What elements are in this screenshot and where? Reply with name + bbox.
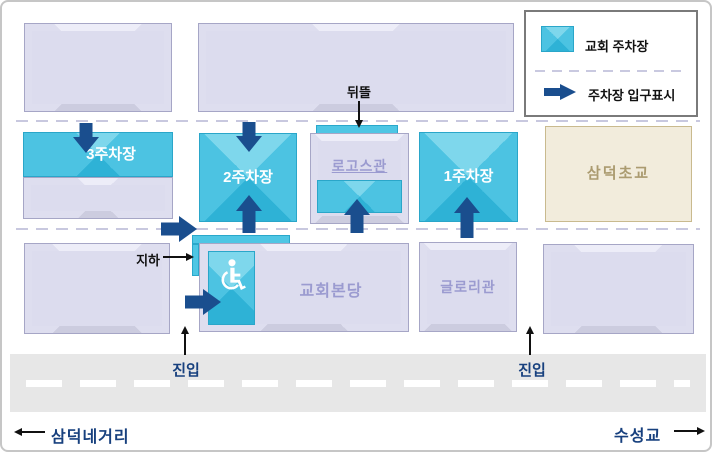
- legend-entrance-arrow-icon: [544, 84, 576, 100]
- parking-lot-2-label: 2주차장: [223, 169, 273, 186]
- entrance-arrow-up-logos: [344, 199, 370, 233]
- underground-label: 지하: [136, 253, 160, 268]
- legend-divider: [535, 70, 687, 72]
- to-samduk-arrow: [14, 428, 45, 436]
- building-elementary-school: 삼덕초교: [545, 126, 692, 222]
- legend-parking-swatch: [541, 26, 574, 52]
- wheelchair-icon: [221, 259, 246, 290]
- entrance-arrow-right-accessible: [185, 289, 221, 315]
- building-block-top-middle: [198, 23, 514, 112]
- underground-pointer-arrow: [163, 253, 194, 261]
- entrance-arrow-up-lot-2: [236, 195, 262, 233]
- entry-right-label: 진입: [518, 362, 546, 379]
- building-main-sanctuary: 교회본당: [199, 243, 409, 332]
- main-sanctuary-label: 교회본당: [299, 283, 363, 300]
- legend: 교회 주차장 주차장 입구표시: [524, 10, 698, 117]
- entrance-arrow-down-lot-3: [73, 123, 99, 153]
- parking-lot-3: 3주차장: [23, 132, 173, 177]
- backyard-pointer-arrow: [355, 101, 363, 128]
- logos-hall-label: 로고스관: [331, 158, 388, 174]
- entry-left-arrow: [181, 326, 189, 355]
- backyard-label: 뒤뜰: [347, 85, 371, 100]
- building-logos-hall: 로고스관: [310, 133, 409, 224]
- accessible-parking-block: [208, 251, 255, 325]
- road-center-line: [26, 380, 690, 387]
- legend-entrance-label: 주차장 입구표시: [588, 88, 676, 103]
- road-right-destination: 수성교: [614, 428, 662, 445]
- elementary-school-label: 삼덕초교: [586, 165, 651, 182]
- entry-left-label: 진입: [172, 362, 200, 379]
- building-block-bottom-left: [24, 243, 170, 334]
- glory-hall-label: 글로리관: [440, 279, 496, 295]
- legend-parking-label: 교회 주차장: [585, 39, 649, 54]
- parking-lot-3-label: 3주차장: [86, 146, 136, 163]
- entry-right-arrow: [526, 326, 534, 355]
- building-glory-hall: 글로리관: [419, 242, 517, 332]
- entrance-arrow-right-underground: [161, 216, 197, 242]
- underground-ramp-vertical: [192, 244, 199, 276]
- building-block-top-left: [24, 23, 172, 112]
- road-left-destination: 삼덕네거리: [51, 429, 130, 446]
- building-block-bottom-right: [543, 244, 694, 334]
- to-suseong-arrow: [674, 427, 705, 435]
- parking-lot-1-label: 1주차장: [443, 168, 494, 185]
- entrance-arrow-down-lot-2: [236, 122, 262, 152]
- building-block-under-lot-3: [23, 177, 173, 219]
- entrance-arrow-up-lot-1: [454, 197, 480, 238]
